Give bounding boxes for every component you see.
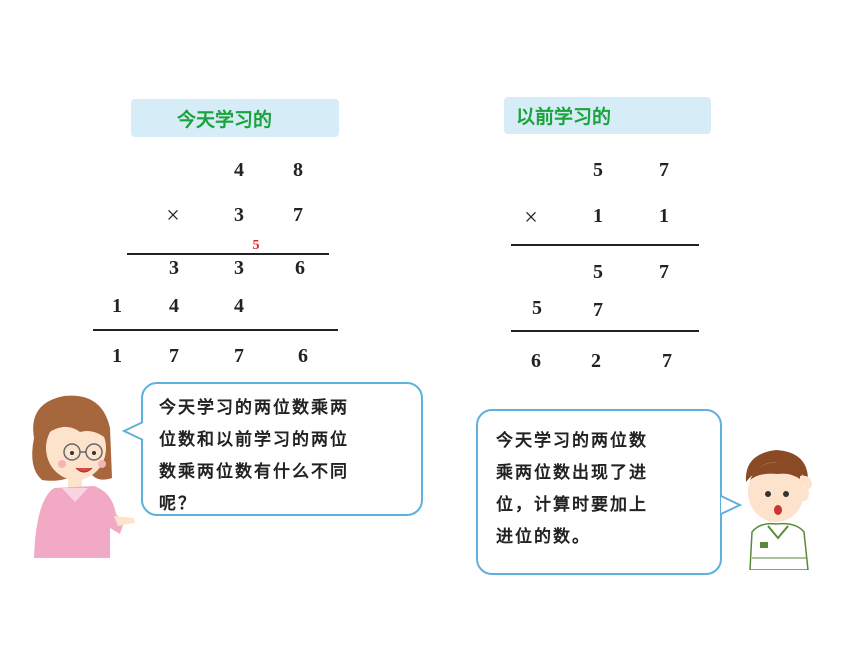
teacher-bubble-tail: [122, 421, 144, 441]
right-multiplier-tens: 1: [593, 205, 603, 227]
today-label-box: 今天学习的: [131, 99, 339, 137]
teacher-speech-text: 今天学习的两位数乘两 位数和以前学习的两位 数乘两位数有什么不同 呢？: [159, 398, 349, 514]
right-multiplicand-ones: 7: [659, 159, 669, 181]
boy-bubble-tail: [720, 495, 742, 515]
right-multiplier-ones: 1: [659, 205, 669, 227]
left-multiplier-ones: 7: [293, 204, 303, 226]
left-times-sign: ×: [166, 203, 180, 229]
left-rule-1: [127, 253, 329, 255]
teacher-illustration: [32, 395, 135, 558]
left-partial2-thousands: 1: [112, 295, 122, 317]
right-partial2-tens: 7: [593, 299, 603, 321]
left-result-tens: 7: [234, 345, 244, 367]
boy-speech-text: 今天学习的两位数 乘两位数出现了进 位，计算时要加上 进位的数。: [496, 431, 648, 547]
today-label: 今天学习的: [177, 108, 273, 131]
left-partial1-ones: 6: [295, 257, 305, 279]
left-result-thousands: 1: [112, 345, 122, 367]
left-multiplier-tens: 3: [234, 204, 244, 226]
boy-speech-bubble: 今天学习的两位数 乘两位数出现了进 位，计算时要加上 进位的数。: [476, 409, 722, 575]
right-result-ones: 7: [662, 350, 672, 372]
left-carry-digit: 5: [252, 238, 260, 253]
previous-label: 以前学习的: [516, 106, 612, 128]
left-partial1-hundreds: 3: [169, 257, 179, 279]
left-result-hundreds: 7: [169, 345, 179, 367]
right-result-tens: 2: [591, 350, 601, 372]
right-partial1-ones: 7: [659, 261, 669, 283]
teacher-speech-bubble: 今天学习的两位数乘两 位数和以前学习的两位 数乘两位数有什么不同 呢？: [141, 382, 423, 516]
right-rule-1: [511, 244, 699, 246]
left-partial1-tens: 3: [234, 257, 244, 279]
left-result-ones: 6: [298, 345, 308, 367]
right-multiplicand-tens: 5: [593, 159, 603, 181]
right-result-hundreds: 6: [531, 350, 541, 372]
right-times-sign: ×: [524, 205, 538, 231]
right-partial1-tens: 5: [593, 261, 603, 283]
left-multiplicand-ones: 8: [293, 159, 303, 181]
left-multiplicand-tens: 4: [234, 159, 244, 181]
right-partial2-hundreds: 5: [532, 297, 542, 319]
right-rule-2: [511, 330, 699, 332]
left-partial2-tens: 4: [234, 295, 244, 317]
boy-illustration: [745, 450, 812, 570]
previous-label-box: 以前学习的: [504, 97, 711, 134]
left-partial2-hundreds: 4: [169, 295, 179, 317]
left-rule-2: [93, 329, 338, 331]
